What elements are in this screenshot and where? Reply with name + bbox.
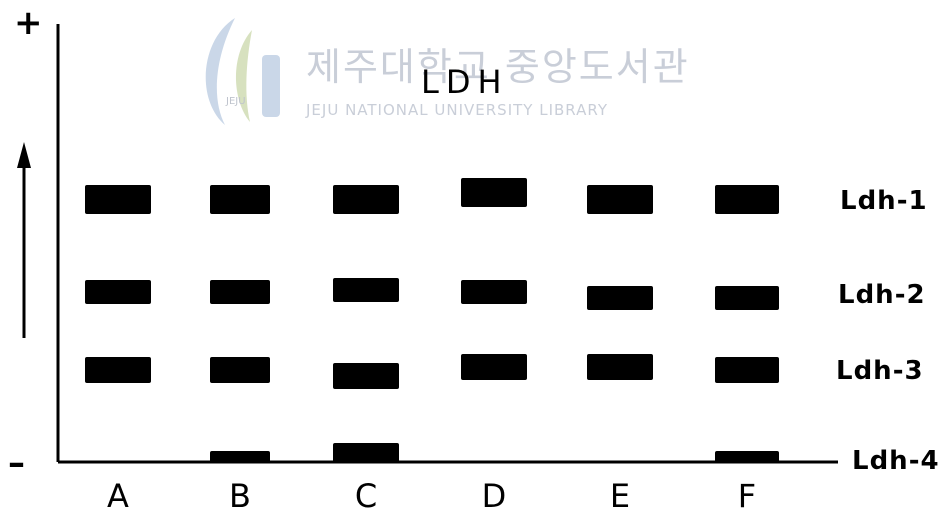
band-label-ldh-1: Ldh-1	[840, 186, 928, 216]
lane-label-f: F	[737, 477, 757, 515]
watermark-english: JEJU NATIONAL UNIVERSITY LIBRARY	[306, 101, 608, 119]
lane-label-a: A	[107, 477, 129, 515]
band-a-ldh-1	[85, 185, 151, 214]
diagram-title: LDH	[421, 63, 509, 101]
band-f-ldh-3	[715, 357, 779, 383]
band-f-ldh-4	[715, 451, 779, 463]
band-f-ldh-2	[715, 286, 779, 310]
band-e-ldh-2	[587, 286, 653, 310]
migration-arrow-icon	[17, 142, 31, 168]
lane-label-c: C	[354, 477, 378, 515]
band-label-ldh-4: Ldh-4	[852, 446, 940, 476]
band-e-ldh-1	[587, 185, 653, 214]
band-b-ldh-4	[210, 451, 270, 463]
band-b-ldh-1	[210, 185, 270, 214]
band-c-ldh-4	[333, 443, 399, 463]
band-f-ldh-1	[715, 185, 779, 214]
band-b-ldh-2	[210, 280, 270, 304]
band-a-ldh-2	[85, 280, 151, 304]
lane-label-b: B	[229, 477, 251, 515]
logo-text: JEJU	[225, 96, 246, 107]
negative-pole-label: –	[8, 443, 25, 483]
band-label-ldh-2: Ldh-2	[838, 280, 926, 310]
band-label-ldh-3: Ldh-3	[836, 356, 924, 386]
band-c-ldh-1	[333, 185, 399, 214]
band-d-ldh-1	[461, 178, 527, 207]
lane-label-d: D	[481, 477, 507, 515]
band-d-ldh-2	[461, 280, 527, 304]
library-logo-icon: JEJU	[205, 18, 280, 125]
band-a-ldh-3	[85, 357, 151, 383]
band-b-ldh-3	[210, 357, 270, 383]
watermark-korean: 제주대학교 중앙도서관	[306, 45, 690, 89]
band-d-ldh-3	[461, 354, 527, 380]
band-e-ldh-3	[587, 354, 653, 380]
band-c-ldh-2	[333, 278, 399, 302]
lane-label-e: E	[609, 477, 631, 515]
band-c-ldh-3	[333, 363, 399, 389]
positive-pole-label: +	[14, 3, 43, 43]
